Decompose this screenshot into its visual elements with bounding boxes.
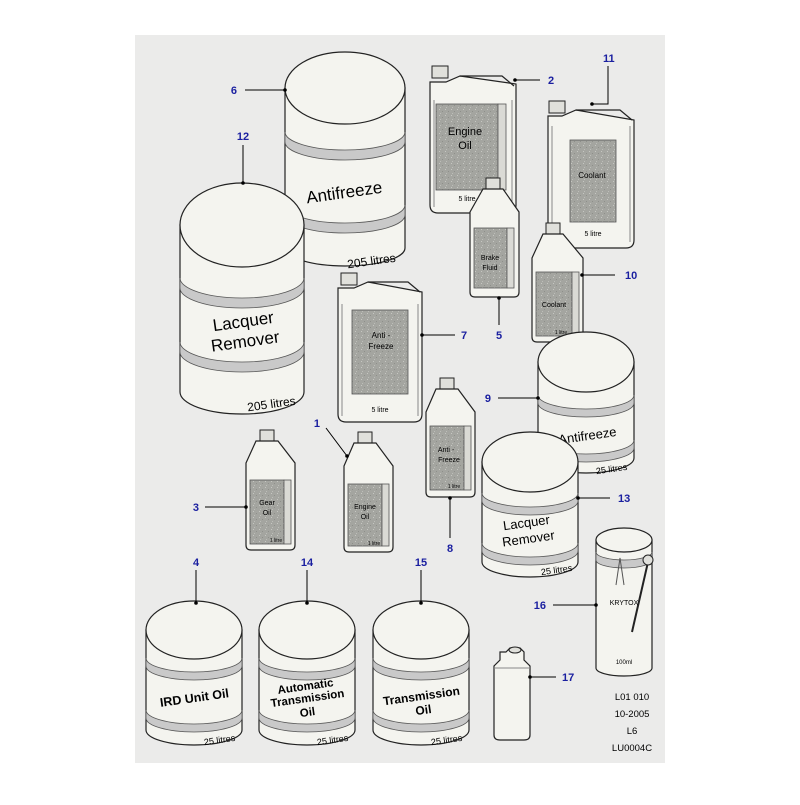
coolant-5l-label: Coolant <box>578 171 606 180</box>
antifreeze-5l-label-1: Anti - <box>372 331 391 340</box>
engine-oil-1l-label-1: Engine <box>354 504 376 511</box>
auto-trans-label-3: Oil <box>299 706 316 720</box>
antifreeze-1l-label-2: Freeze <box>438 457 460 464</box>
engine-oil-5l-volume: 5 litre <box>458 196 475 203</box>
callout-6: 6 <box>231 85 237 97</box>
callout-3: 3 <box>193 502 199 514</box>
antifreeze-5l-volume: 5 litre <box>371 407 388 414</box>
callout-14: 14 <box>301 557 314 569</box>
lacquer-remover-tin-25: Lacquer Remover 25 litres <box>481 431 579 578</box>
antifreeze-tin-volume: 25 litres <box>595 462 628 476</box>
lacquer-drum-volume: 205 litres <box>246 394 296 415</box>
engine-oil-1l-volume: 1 litre <box>368 541 380 547</box>
callout-1: 1 <box>314 418 320 430</box>
callout-4: 4 <box>193 557 200 569</box>
callout-9: 9 <box>485 393 491 405</box>
transmission-oil-label-2: Oil <box>415 702 433 718</box>
ird-unit-oil-volume: 25 litres <box>203 733 236 747</box>
antifreeze-5l-label-2: Freeze <box>369 342 394 351</box>
callout-8: 8 <box>447 543 453 555</box>
brake-fluid-bottle: Brake Fluid <box>469 177 520 298</box>
gear-oil-bottle: Gear Oil 1 litre <box>245 429 296 551</box>
ird-unit-oil-tin: IRD Unit Oil 25 litres <box>145 600 243 747</box>
callout-15: 15 <box>415 557 427 569</box>
engine-oil-5l-label-1: Engine <box>448 126 482 138</box>
auto-trans-volume: 25 litres <box>316 733 349 747</box>
antifreeze-1l-label-1: Anti - <box>438 447 455 454</box>
krytox-label: KRYTOX <box>610 600 639 607</box>
reference-line-3: L6 <box>627 726 638 737</box>
callout-16: 16 <box>534 600 546 612</box>
callout-12: 12 <box>237 131 249 143</box>
lacquer-tin-volume: 25 litres <box>540 563 573 577</box>
callout-13: 13 <box>618 493 630 505</box>
gear-oil-volume: 1 litre <box>270 538 282 544</box>
krytox-volume: 100ml <box>616 660 632 666</box>
drawing-reference: L01 010 10-2005 L6 LU0004C <box>612 692 652 754</box>
brake-fluid-label-1: Brake <box>481 255 499 262</box>
leader-lines <box>194 66 615 679</box>
antifreeze-drum-205: Antifreeze 205 litres <box>284 51 406 272</box>
lacquer-tin-label-2: Remover <box>501 527 556 549</box>
reference-line-1: L01 010 <box>615 692 649 703</box>
antifreeze-drum-volume: 205 litres <box>346 251 396 272</box>
dropper-bottle <box>493 646 531 741</box>
reference-line-2: 10-2005 <box>615 709 650 720</box>
coolant-1l-bottle: Coolant 1 litre <box>531 222 584 343</box>
callout-2: 2 <box>548 75 554 87</box>
reference-line-4: LU0004C <box>612 743 652 754</box>
coolant-5l-volume: 5 litre <box>584 231 601 238</box>
engine-oil-5l-label-2: Oil <box>458 140 471 152</box>
coolant-1l-label: Coolant <box>542 302 566 309</box>
coolant-1l-volume: 1 litre <box>555 330 567 336</box>
engine-oil-1l-bottle: Engine Oil 1 litre <box>343 431 394 553</box>
transmission-oil-tin: Transmission Oil 25 litres <box>372 600 470 747</box>
lacquer-remover-drum-205: Lacquer Remover 205 litres <box>179 182 305 415</box>
antifreeze-1l-bottle: Anti - Freeze 1 litre <box>425 377 476 498</box>
callout-numbers: 6 2 11 12 5 10 7 9 1 8 13 3 4 14 15 16 1… <box>193 53 637 684</box>
callout-5: 5 <box>496 330 502 342</box>
coolant-5l-can: Coolant 5 litre <box>547 100 635 249</box>
brake-fluid-label-2: Fluid <box>482 265 497 272</box>
callout-10: 10 <box>625 270 637 282</box>
antifreeze-5l-can: Anti - Freeze 5 litre <box>337 272 423 423</box>
transmission-oil-volume: 25 litres <box>430 733 463 747</box>
gear-oil-label-2: Oil <box>263 510 272 517</box>
krytox-aerosol: KRYTOX 100ml <box>595 527 654 677</box>
antifreeze-1l-volume: 1 litre <box>448 484 460 490</box>
callout-7: 7 <box>461 330 467 342</box>
gear-oil-label-1: Gear <box>259 500 275 507</box>
lacquer-tin-label-1: Lacquer <box>502 512 551 533</box>
callout-17: 17 <box>562 672 574 684</box>
automatic-transmission-oil-tin: Automatic Transmission Oil 25 litres <box>258 600 356 747</box>
engine-oil-1l-label-2: Oil <box>361 514 370 521</box>
callout-11: 11 <box>603 53 615 65</box>
